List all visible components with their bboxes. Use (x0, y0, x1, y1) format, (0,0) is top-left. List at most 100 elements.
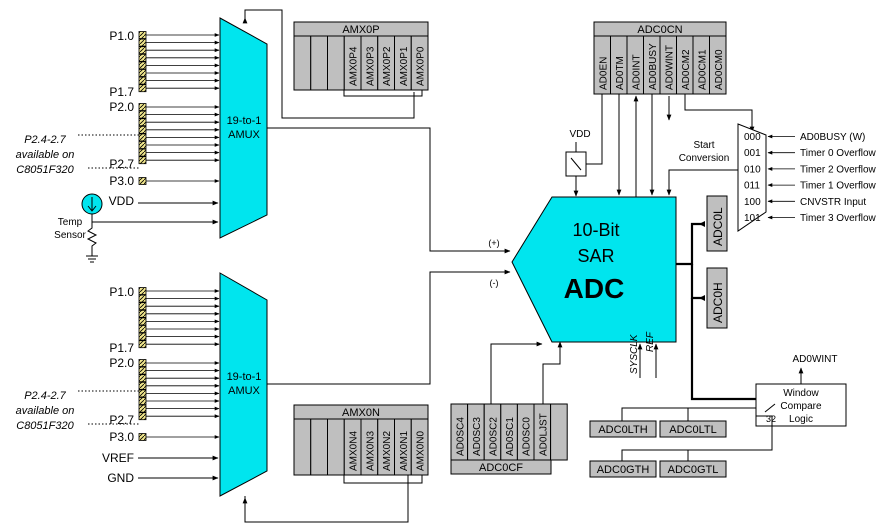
note-top-1: P2.4-2.7 (24, 134, 66, 146)
vdd-switch-label: VDD (569, 129, 590, 140)
pin-square (138, 381, 147, 390)
adc0gtl-label: ADC0GTL (668, 464, 719, 476)
adc0cf-bit-label: AD0SC1 (505, 417, 516, 456)
conv-mode-source: AD0BUSY (W) (800, 132, 865, 143)
pin-square (138, 325, 147, 333)
amx0p-bit-label: AMX0P2 (382, 46, 393, 86)
pin-square (138, 404, 147, 413)
note-bot-2: available on (16, 405, 75, 417)
temp-label-1: Temp (58, 217, 83, 228)
result-to-window-bus (690, 298, 756, 401)
power-switch-blade (570, 157, 582, 171)
pin-square (138, 433, 147, 441)
ad0wint-output-label: AD0WINT (793, 354, 838, 365)
pin-square (138, 76, 147, 85)
port-label-p17-bot: P1.7 (109, 341, 134, 355)
window-label-3: Logic (789, 414, 813, 425)
pin-square (138, 125, 147, 134)
adc-minus-label: (-) (490, 278, 499, 288)
amx0n-bit-label: AMX0N4 (349, 431, 360, 471)
temp-sensor-arrow (87, 197, 97, 212)
mux-bottom-label-2: AMUX (228, 385, 260, 397)
pin-square (138, 31, 147, 39)
pin-square (138, 118, 147, 127)
pin-square (138, 287, 147, 295)
adc0h-label: ADC0H (711, 282, 725, 323)
gt-bus (621, 415, 773, 461)
input-lines-bottom (146, 289, 220, 439)
adc0gtl-register (659, 460, 727, 478)
lt-bus (621, 407, 756, 421)
amx0p-bit-label: AMX0P1 (399, 46, 410, 86)
adc0cn-bit-cell (709, 35, 727, 95)
conv-mode-code: 011 (744, 181, 760, 192)
adc0cf-title-box (450, 459, 552, 475)
adc0cf-bit-cell (550, 403, 568, 461)
pin-square (138, 84, 147, 93)
pin-square (138, 38, 147, 47)
amx0p-bit-label: AMX0P3 (365, 46, 376, 86)
pin-square (138, 61, 147, 70)
conv-mode-source: Timer 1 Overflow (800, 181, 877, 192)
adc0cf-ljst-wire (542, 341, 563, 404)
adc0cn-title: ADC0CN (637, 24, 682, 36)
result-bus-l (676, 222, 705, 266)
pin-square (138, 309, 147, 318)
temp-resistor-icon (86, 222, 98, 263)
pin-square (138, 412, 147, 421)
adc0cf-bit-label: AD0LJST (538, 413, 549, 456)
input-lines-top (146, 33, 220, 183)
mux-bottom-output (267, 269, 511, 385)
pin-square (138, 46, 147, 55)
window-label-2: Compare (780, 401, 822, 412)
adc0cn-bit-label: AD0TM (615, 56, 626, 90)
adc0gth-register (589, 460, 657, 478)
conv-mode-source: Timer 3 Overflow (800, 213, 877, 224)
port-label-gnd-bot: GND (107, 471, 134, 485)
port-label-p10-top: P1.0 (109, 29, 134, 43)
start-conversion-label-2: Conversion (679, 153, 730, 164)
adc0cn-bit-label: AD0CM1 (697, 49, 708, 90)
pin-square (138, 340, 147, 349)
amx0p-bit-label: AMX0P0 (416, 46, 427, 86)
pin-square (138, 317, 147, 326)
port-label-p20-bot: P2.0 (109, 356, 134, 370)
port-label-p10-bot: P1.0 (109, 285, 134, 299)
note-top-3: C8051F320 (16, 164, 74, 176)
amx0n-bit-label: AMX0N2 (382, 431, 393, 471)
note-bot-leader (78, 390, 140, 425)
adc0h-register (706, 267, 728, 329)
amx0n-bit-label: AMX0N0 (416, 431, 427, 471)
adc0ltl-register (659, 420, 727, 438)
mux-top: 19-to-1 AMUX P1.0 P1.7 P2.0 P2.7 P3.0 VD… (16, 17, 268, 263)
adc0cn-bit-label: AD0BUSY (648, 43, 659, 90)
adc0l-label: ADC0L (711, 207, 725, 246)
conv-mode-code: 100 (744, 197, 761, 208)
adc0cn-bit-label: AD0INT (631, 54, 642, 90)
note-top-leader (78, 134, 140, 169)
amx0n-empty-bit (293, 418, 312, 476)
pins-bottom (138, 287, 147, 441)
amx0p-bit-label: AMX0P4 (349, 46, 360, 86)
adc0l-register (706, 195, 728, 252)
pin-square (138, 148, 147, 157)
port-label-vdd-top: VDD (109, 194, 135, 208)
adc0cf-bit-label: AD0SC3 (472, 417, 483, 456)
note-bot-1: P2.4-2.7 (24, 390, 66, 402)
note-top-2: available on (16, 149, 75, 161)
amx0p-empty-bit (293, 35, 312, 91)
port-label-p20-top: P2.0 (109, 100, 134, 114)
window-compare-box (755, 383, 847, 427)
temp-label-2: Sensor (54, 230, 86, 241)
amx0n-empty-bit (310, 418, 328, 476)
bus-width-label: 32 (766, 414, 776, 424)
adc0cn-bit-label: AD0WINT (664, 45, 675, 90)
pin-square (138, 302, 147, 311)
amx0n-select-wire (244, 452, 409, 523)
